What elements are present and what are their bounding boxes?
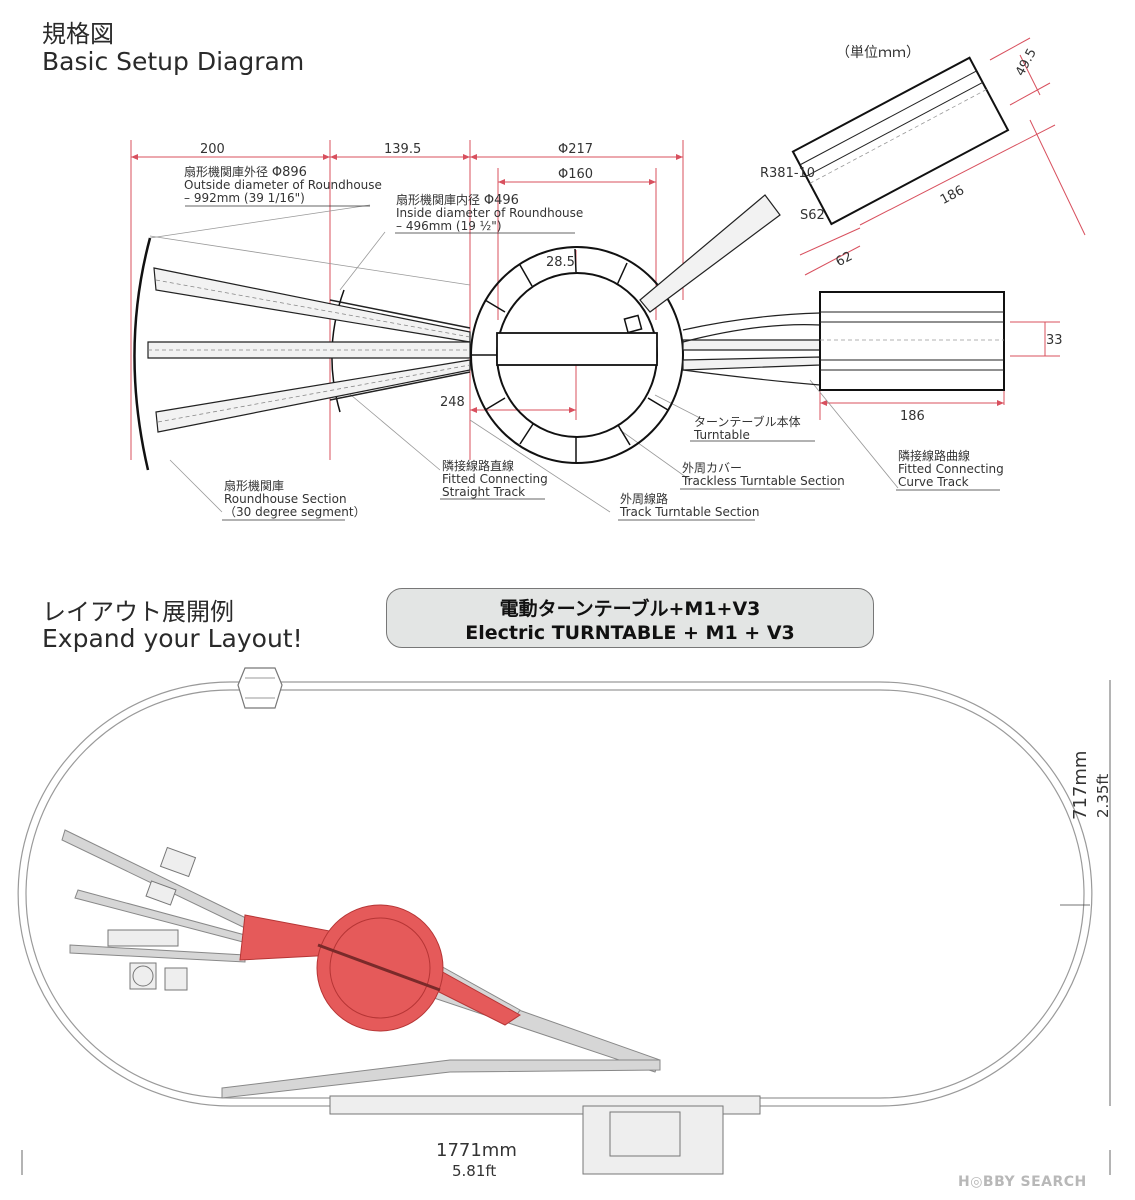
dim-186a — [859, 124, 1056, 226]
layout-height-mm: 717mm — [1070, 750, 1091, 820]
upper-right-track — [639, 194, 781, 313]
dim-phi160-text: Φ160 — [558, 167, 594, 182]
yard-track-3 — [69, 944, 246, 963]
setup-title-en: Basic Setup Diagram — [42, 47, 305, 76]
outside-label: 扇形機関庫外径 Φ896 Outside diameter of Roundho… — [184, 165, 382, 205]
setup-title-jp: 規格図 — [42, 20, 114, 48]
yard-building-4 — [164, 967, 188, 991]
water-tower — [132, 965, 154, 987]
yard-building-3 — [107, 929, 179, 947]
roundhouse-outer-arc — [133, 237, 152, 471]
roundhouse-track-lower — [155, 359, 471, 433]
r381-text: R381-10 — [760, 166, 816, 181]
watermark: H◎BBY SEARCH — [958, 1174, 1087, 1190]
dim-28-text: 28.5 — [546, 255, 575, 270]
right-shed — [819, 291, 1005, 391]
badge-jp: 電動ターンテーブル+M1+V3 — [499, 598, 761, 620]
turntable-bridge-layout — [317, 943, 441, 992]
yard-building-1 — [159, 846, 197, 878]
s62-text: S62 — [800, 208, 825, 223]
setup-diagram — [130, 37, 1086, 521]
outer-loop-outer-rail — [17, 681, 1093, 1107]
dim-49 — [1019, 54, 1041, 96]
layout-title-jp: レイアウト展開例 — [42, 598, 234, 626]
yard-building-2 — [145, 880, 177, 906]
turntable-outer-ring — [470, 246, 684, 464]
dim-200-text: 200 — [200, 142, 225, 157]
dim-248-text: 248 — [440, 395, 465, 410]
outer-loop-inner-rail — [25, 689, 1085, 1099]
badge-en: Electric TURNTABLE + M1 + V3 — [465, 622, 795, 644]
dim-phi217-text: Φ217 — [558, 142, 594, 157]
layout-title-en: Expand your Layout! — [42, 624, 303, 653]
turntable-control-box — [623, 314, 643, 334]
dim-186b-text: 186 — [900, 409, 925, 424]
layout-width-mm: 1771mm — [436, 1140, 517, 1161]
layout-height-ft: 2.35ft — [1094, 773, 1112, 818]
top-station — [237, 667, 283, 709]
inside-label: 扇形機関庫内径 Φ496 Inside diameter of Roundhou… — [396, 193, 584, 233]
unit-note: （単位ｍｍ） — [836, 45, 920, 61]
yard-siding — [221, 1059, 661, 1099]
turntable-bridge — [496, 332, 658, 366]
angled-shed — [791, 56, 1010, 226]
layout-width-ft: 5.81ft — [452, 1162, 497, 1180]
station-roof — [609, 1111, 681, 1157]
dim-33-text: 33 — [1046, 333, 1063, 348]
layout-badge: 電動ターンテーブル+M1+V3 Electric TURNTABLE + M1 … — [386, 588, 874, 648]
dim-62 — [804, 245, 861, 276]
dim-139-text: 139.5 — [384, 142, 422, 157]
